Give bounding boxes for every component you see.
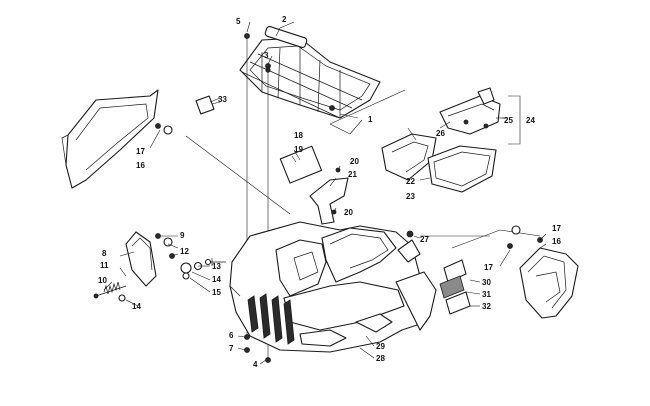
callout-16-left: 16 <box>136 161 145 170</box>
reflector-bracket <box>125 231 157 287</box>
callout-17-mid: 17 <box>484 263 493 272</box>
screw-17-mid <box>507 243 513 249</box>
bolt-5 <box>244 33 250 39</box>
callout-33: 33 <box>218 95 227 104</box>
callout-27: 27 <box>420 235 429 244</box>
callout-17-right: 17 <box>552 224 561 233</box>
callout-14-left: 14 <box>132 302 141 311</box>
callout-6: 6 <box>229 331 234 340</box>
callout-9: 9 <box>180 231 185 240</box>
callout-7: 7 <box>229 344 234 353</box>
decal-18 <box>279 145 323 184</box>
callout-16-right: 16 <box>552 237 561 246</box>
callout-24: 24 <box>526 116 535 125</box>
callout-13: 13 <box>212 262 221 271</box>
screw-4 <box>265 357 271 363</box>
callout-leaders <box>103 21 547 365</box>
callout-2: 2 <box>282 15 287 24</box>
screw-27 <box>406 230 414 238</box>
callout-32: 32 <box>482 302 491 311</box>
decal-33 <box>195 95 215 115</box>
spring-10-11 <box>93 281 127 299</box>
washer-17-right <box>511 225 521 235</box>
callout-14-right: 14 <box>212 275 221 284</box>
callout-18: 18 <box>294 131 303 140</box>
bracket-24 <box>508 95 521 145</box>
front-rack <box>239 25 381 119</box>
callout-8: 8 <box>102 249 107 258</box>
callout-3: 3 <box>264 51 269 60</box>
front-fender-body <box>229 221 437 353</box>
callout-1: 1 <box>368 115 373 124</box>
callout-23: 23 <box>406 192 415 201</box>
callout-31: 31 <box>482 290 491 299</box>
callout-28: 28 <box>376 354 385 363</box>
callout-20-top: 20 <box>350 157 359 166</box>
bolt-3 <box>265 67 271 73</box>
callout-20-bottom: 20 <box>344 208 353 217</box>
washer-17-left <box>163 125 173 135</box>
callout-17-left: 17 <box>136 147 145 156</box>
left-side-panel <box>61 89 159 189</box>
callout-labels: 1 2 3 4 5 6 7 8 9 10 11 12 13 14 14 15 1… <box>98 15 561 369</box>
callout-5: 5 <box>236 17 241 26</box>
storage-tray <box>381 133 437 181</box>
washer-14-left <box>118 294 126 302</box>
callout-29: 29 <box>376 342 385 351</box>
clip-27 <box>397 239 421 263</box>
callout-26: 26 <box>436 129 445 138</box>
rack-bracket-line <box>329 89 406 135</box>
screw-6 <box>244 334 250 340</box>
storage-lid <box>439 87 501 135</box>
right-side-panel <box>519 247 579 319</box>
center-bracket <box>309 167 349 225</box>
hardware-9-15 <box>155 233 226 280</box>
callout-4: 4 <box>253 360 258 369</box>
callout-22: 22 <box>406 177 415 186</box>
callout-25: 25 <box>504 116 513 125</box>
decal-stack <box>439 259 471 315</box>
screw-17-left <box>155 123 161 129</box>
callout-12: 12 <box>180 247 189 256</box>
callout-11: 11 <box>100 261 109 270</box>
callout-21: 21 <box>348 170 357 179</box>
nut-7 <box>244 347 250 353</box>
callout-30: 30 <box>482 278 491 287</box>
callout-19: 19 <box>294 145 303 154</box>
storage-box <box>427 145 497 193</box>
callout-10: 10 <box>98 276 107 285</box>
callout-15: 15 <box>212 288 221 297</box>
